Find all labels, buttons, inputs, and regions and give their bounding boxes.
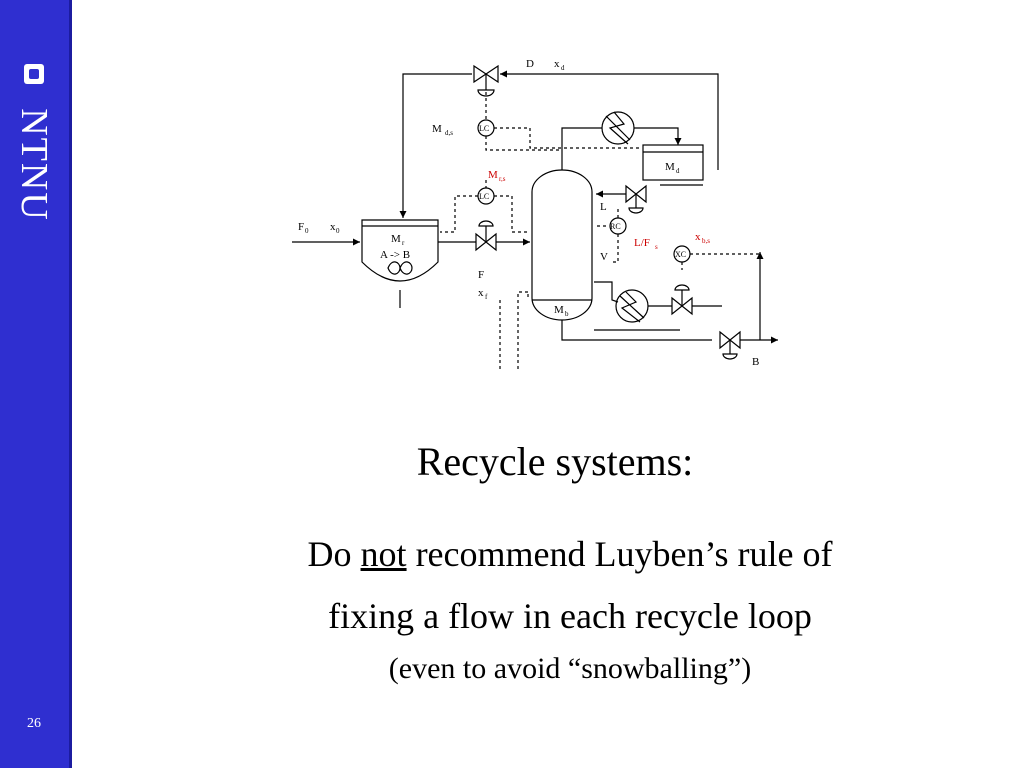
body-line-2: fixing a flow in each recycle loop <box>328 596 812 636</box>
label-ratio-sub: s <box>655 243 658 251</box>
label-bottoms-B: B <box>752 356 759 368</box>
label-distillate-D: D <box>526 58 534 70</box>
label-distillate-x-sub: d <box>561 64 565 72</box>
level-controller-top <box>477 119 495 137</box>
label-distillate-x: x <box>554 58 560 70</box>
label-Md-sub: d <box>676 167 680 175</box>
reactor-agitator-icon <box>387 261 413 275</box>
label-feed-sub: 0 <box>305 227 309 235</box>
body-line-1-part-1: Do <box>307 534 361 574</box>
composition-controller <box>673 245 691 263</box>
label-rc: RC <box>610 222 621 231</box>
label-Md: M <box>665 161 675 173</box>
label-ratio: L/F <box>634 237 650 249</box>
label-feed-x-sub: 0 <box>336 227 340 235</box>
label-reactor-M-sub: r <box>402 239 405 247</box>
ntnu-logo-icon <box>24 64 44 84</box>
label-mrs: M <box>488 169 498 181</box>
label-md-level-sub: d,s <box>445 129 453 137</box>
body-line-3: (even to avoid “snowballing”) <box>388 652 752 685</box>
reactor-vessel <box>361 219 439 282</box>
label-reactor-M: M <box>391 233 401 245</box>
label-lc-mid: LC <box>479 192 489 201</box>
label-lc-top: LC <box>479 124 489 133</box>
slide-title: Recycle systems: <box>416 439 694 484</box>
label-F: F <box>478 269 484 281</box>
label-xbs-sub: b,s <box>702 237 710 245</box>
reflux-drum <box>642 144 704 181</box>
body-line-1: Do not recommend Luyben’s rule of <box>200 533 940 575</box>
label-xc: XC <box>675 250 686 259</box>
body-line-1-part-2: recommend Luyben’s rule of <box>406 534 833 574</box>
label-xf: x <box>478 287 484 299</box>
ratio-controller <box>609 217 627 235</box>
label-mrs-sub: r,s <box>499 175 506 183</box>
label-feed-x: x <box>330 221 336 233</box>
distillation-column <box>531 169 593 321</box>
label-reflux-L: L <box>600 201 607 213</box>
label-reaction: A -> B <box>380 249 410 261</box>
sidebar-divider <box>69 0 72 768</box>
label-xbs: x <box>695 231 701 243</box>
level-controller-reactor <box>477 187 495 205</box>
label-md-level: M <box>432 123 442 135</box>
sidebar: NTNU 26 <box>0 0 69 768</box>
distillate-valve <box>473 64 499 84</box>
body-emphasis-not: not <box>360 534 407 574</box>
label-feed-F: F <box>298 221 304 233</box>
ntnu-logo-text: NTNU <box>13 108 55 222</box>
label-Mb-sub: b <box>565 310 569 318</box>
label-xf-sub: f <box>485 293 488 301</box>
process-flow-diagram: F 0 x 0 D x d M d,s LC M r,s LC M r A ->… <box>292 58 778 370</box>
label-vapor-V: V <box>600 251 608 263</box>
slide-number: 26 <box>27 716 41 731</box>
label-Mb: M <box>554 304 564 316</box>
